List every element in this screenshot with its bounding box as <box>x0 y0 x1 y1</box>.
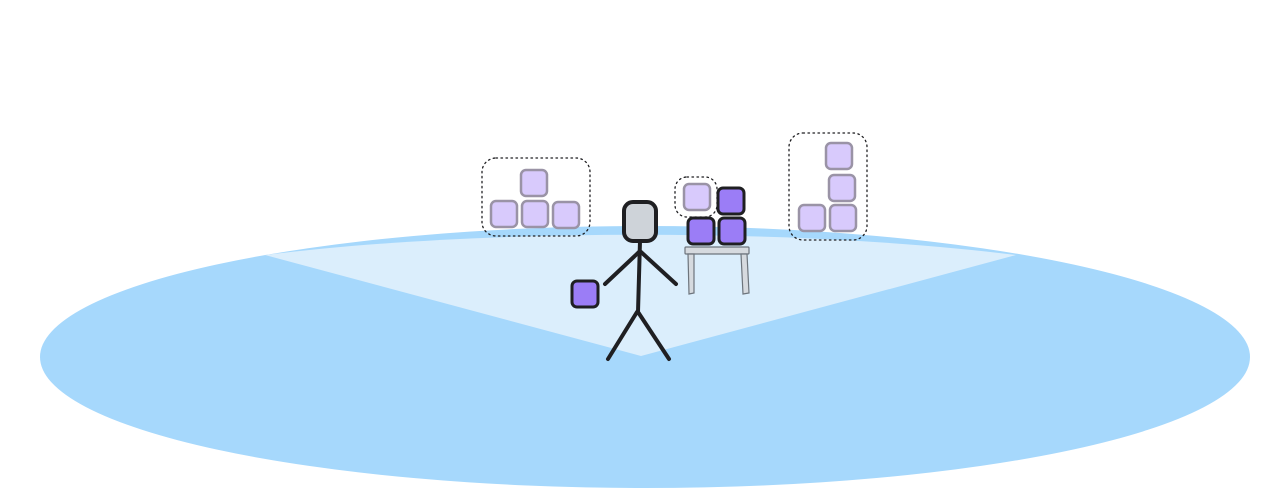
ghost-block <box>489 199 519 229</box>
table <box>684 246 750 295</box>
table-leg <box>740 253 750 295</box>
ghost-block <box>828 203 858 233</box>
figure-head <box>622 200 658 243</box>
table-top <box>684 246 750 255</box>
stick-figure <box>603 200 678 361</box>
figure-leg-left <box>606 310 639 361</box>
ghost-group-left <box>481 157 591 237</box>
figure-arm-left <box>603 250 641 286</box>
view-cone <box>265 234 1016 356</box>
selection-outline <box>788 132 868 241</box>
floor-ellipse <box>40 226 1250 488</box>
ghost-block <box>682 182 712 212</box>
ghost-block <box>827 173 857 203</box>
ghost-block <box>797 203 827 233</box>
placed-block <box>717 216 747 246</box>
held-block <box>570 279 600 309</box>
table-leg <box>687 253 695 295</box>
table-stack <box>674 176 750 295</box>
selection-outline <box>481 157 591 237</box>
placed-block <box>716 186 746 216</box>
figure-leg-right <box>636 310 671 361</box>
placed-block <box>686 216 716 246</box>
ghost-group-right <box>788 132 868 241</box>
ghost-block <box>824 141 854 171</box>
ghost-block <box>551 200 581 230</box>
ghost-block <box>520 199 550 229</box>
ghost-block <box>519 168 549 198</box>
figure-arm-right <box>639 250 678 286</box>
